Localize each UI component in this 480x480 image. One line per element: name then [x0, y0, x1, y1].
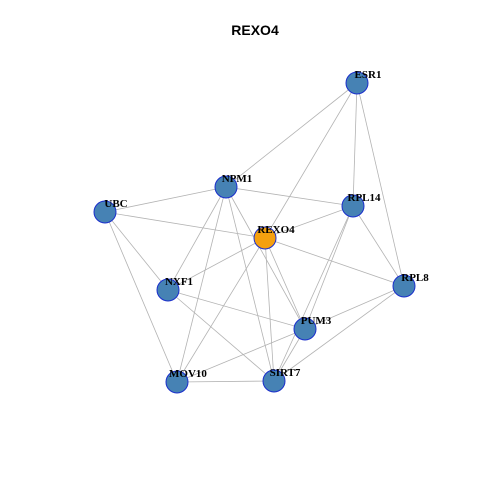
edge-ubc-mov10 [104, 211, 178, 383]
node-rpl8[interactable] [392, 274, 416, 298]
edge-mov10-sirt7 [176, 380, 275, 383]
node-label-ubc: UBC [104, 198, 127, 210]
edge-rpl14-rpl8 [352, 205, 405, 287]
edge-npm1-sirt7 [225, 186, 275, 382]
node-nxf1[interactable] [156, 278, 180, 302]
node-label-rexo4: REXO4 [257, 224, 295, 236]
node-label-rpl14: RPL14 [348, 192, 382, 204]
edge-nxf1-sirt7 [167, 289, 275, 382]
edge-npm1-mov10 [176, 186, 227, 383]
edge-npm1-nxf1 [167, 186, 227, 291]
edge-rexo4-pum3 [264, 237, 306, 330]
edge-rpl8-sirt7 [273, 285, 405, 382]
edges-layer [104, 82, 405, 383]
node-label-rpl8: RPL8 [401, 272, 429, 284]
node-label-nxf1: NXF1 [165, 276, 193, 288]
node-rexo4[interactable] [253, 226, 277, 250]
edge-rpl14-pum3 [304, 205, 354, 330]
node-ubc[interactable] [93, 200, 117, 224]
edge-rexo4-rpl14 [264, 205, 354, 239]
edge-npm1-rpl14 [225, 186, 354, 207]
edge-npm1-ubc [104, 186, 227, 213]
edge-ubc-rexo4 [104, 211, 266, 239]
edge-ubc-nxf1 [104, 211, 169, 291]
edge-esr1-npm1 [225, 82, 358, 188]
edge-rpl8-pum3 [304, 285, 405, 330]
edge-rexo4-mov10 [176, 237, 266, 383]
edge-esr1-rpl8 [356, 82, 405, 287]
edge-rexo4-rpl8 [264, 237, 405, 287]
edge-esr1-rpl14 [352, 82, 358, 207]
node-esr1[interactable] [345, 71, 369, 95]
node-label-npm1: NPM1 [222, 173, 253, 185]
node-mov10[interactable] [165, 370, 189, 394]
edge-pum3-mov10 [176, 328, 306, 383]
edge-nxf1-pum3 [167, 289, 306, 330]
edge-esr1-rexo4 [264, 82, 358, 239]
node-rpl14[interactable] [341, 194, 365, 218]
edge-rpl14-sirt7 [273, 205, 354, 382]
edge-rexo4-sirt7 [264, 237, 275, 382]
node-sirt7[interactable] [262, 369, 286, 393]
edge-npm1-pum3 [225, 186, 306, 330]
diagram-title: REXO4 [231, 22, 279, 38]
edge-rexo4-nxf1 [167, 237, 266, 291]
node-label-esr1: ESR1 [355, 69, 382, 81]
node-label-sirt7: SIRT7 [270, 367, 301, 379]
nodes-layer [93, 71, 416, 394]
node-label-pum3: PUM3 [301, 315, 332, 327]
node-label-mov10: MOV10 [169, 368, 207, 380]
node-pum3[interactable] [293, 317, 317, 341]
node-npm1[interactable] [214, 175, 238, 199]
